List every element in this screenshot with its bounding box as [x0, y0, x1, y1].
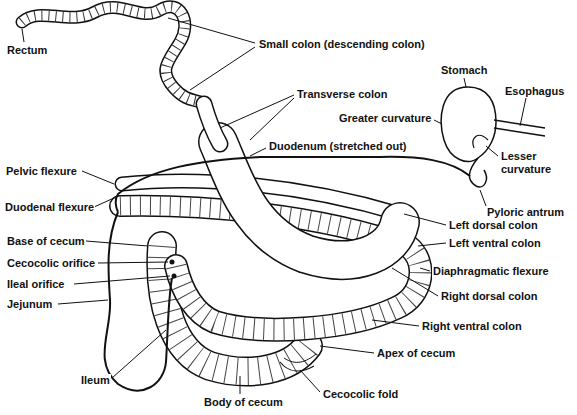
stomach	[441, 87, 496, 161]
leader-line	[434, 120, 442, 124]
small-colon-sacculations	[22, 7, 206, 108]
leader-line	[404, 214, 446, 225]
part-label: Jejunum	[6, 298, 53, 311]
leader-line	[372, 320, 419, 326]
leader-line	[320, 346, 374, 353]
leader-line	[418, 243, 446, 246]
part-label: Ileum	[80, 374, 111, 387]
part-label: Greater curvature	[338, 112, 432, 125]
part-label: Right dorsal colon	[440, 290, 539, 303]
cecocolic-fold-edge	[284, 354, 316, 362]
leader-line	[464, 78, 466, 87]
part-label: Duodenal flexure	[4, 201, 95, 214]
leader-line	[94, 198, 114, 207]
part-label: Apex of cecum	[376, 347, 456, 360]
transverse-colon-fill	[204, 104, 220, 144]
part-label: Diaphragmatic flexure	[432, 265, 550, 278]
part-label: Base of cecum	[6, 235, 86, 248]
part-label: Esophagus	[504, 85, 565, 98]
part-label: Duodenum (stretched out)	[268, 140, 408, 153]
right-dorsal-colon-outline	[218, 142, 400, 260]
leader-line	[86, 241, 148, 246]
leader-line	[82, 171, 114, 184]
duodenum	[116, 157, 470, 212]
esophagus	[494, 120, 545, 136]
leader-line	[98, 262, 168, 263]
lesser-curvature	[473, 135, 488, 148]
leader-line	[220, 95, 294, 128]
leader-line	[22, 29, 24, 42]
right-dorsal-colon-fill	[218, 142, 400, 260]
jejunum-ileum	[105, 212, 172, 390]
part-label: Right ventral colon	[421, 320, 523, 333]
leader-line	[480, 190, 486, 206]
leader-line	[240, 376, 241, 394]
leader-line	[250, 148, 266, 156]
leader-line	[486, 146, 498, 156]
cecocolic-fold	[280, 362, 314, 371]
part-label: Left dorsal colon	[448, 219, 539, 232]
part-label: Small colon (descending colon)	[258, 38, 426, 51]
part-label: Lesser curvature	[500, 150, 566, 176]
part-label: Pyloric antrum	[486, 206, 565, 219]
part-label: Rectum	[6, 44, 48, 57]
part-label: Cecocolic orifice	[6, 257, 96, 270]
cecocolic-orifice	[170, 260, 175, 265]
leader-line	[420, 268, 430, 271]
leader-line	[520, 98, 526, 126]
part-label: Ileal orifice	[6, 278, 65, 291]
leader-line	[250, 98, 294, 140]
leader-line	[168, 18, 255, 43]
leader-line	[58, 300, 108, 304]
leader-line	[300, 370, 320, 392]
part-label: Body of cecum	[203, 396, 284, 409]
part-label: Stomach	[440, 64, 488, 77]
part-label: Cecocolic fold	[322, 388, 399, 401]
small-colon-fill	[22, 7, 206, 108]
leader-lines	[22, 18, 526, 394]
ileal-orifice	[172, 274, 177, 279]
part-label: Left ventral colon	[448, 237, 542, 250]
part-label: Transverse colon	[296, 88, 389, 101]
transverse-colon-outline	[204, 104, 220, 144]
leader-line	[112, 330, 166, 378]
part-label: Pelvic flexure	[5, 165, 78, 178]
pyloric-antrum	[469, 158, 486, 187]
small-colon-outline	[22, 7, 206, 108]
leader-line	[190, 47, 255, 90]
leader-line	[74, 276, 170, 284]
